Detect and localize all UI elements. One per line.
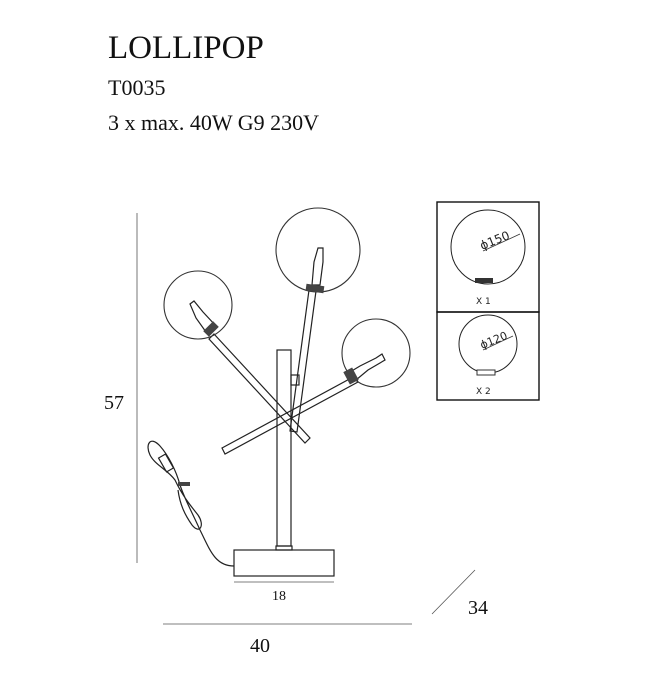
arm-right: [221, 318, 411, 455]
power-cord: [147, 440, 235, 567]
depth-label: 34: [468, 597, 488, 619]
arm-top: [275, 207, 361, 433]
globe-quantity-small: X 2: [476, 387, 491, 397]
globe-quantity-large: X 1: [476, 297, 491, 307]
arm-left: [163, 270, 311, 444]
lamp-illustration: [147, 207, 411, 577]
product-spec: 3 x max. 40W G9 230V: [108, 110, 319, 135]
plug: [157, 453, 175, 473]
globe-detail-small: ϕ120 X 2: [436, 311, 540, 401]
height-label: 57: [104, 392, 124, 414]
base-width-label: 18: [272, 589, 286, 604]
lamp-pole: [276, 349, 292, 547]
width-label: 40: [250, 635, 270, 657]
globe-detail-large: ϕ150 X 1: [436, 201, 540, 313]
lamp-base: [233, 549, 335, 577]
globe-diameter-large: ϕ150: [478, 228, 512, 253]
globe-diameter-small: ϕ120: [478, 329, 509, 352]
product-name: LOLLIPOP: [108, 30, 264, 66]
depth-dimension-line: [431, 569, 476, 615]
product-code: T0035: [108, 75, 165, 100]
